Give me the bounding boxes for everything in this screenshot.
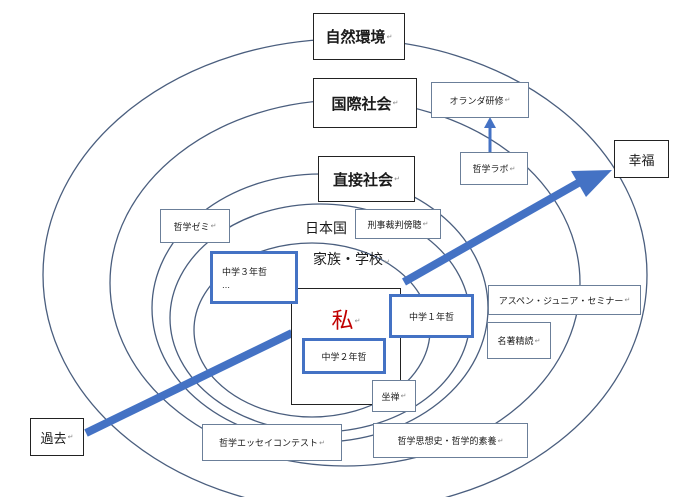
activity-aspen: アスペン・ジュニア・セミナー↵ [488,285,641,315]
ring-label-country: 日本国 [305,221,347,237]
lab-arrowhead [484,117,496,128]
paragraph-mark: ↵ [210,222,217,230]
self-label: 私 [331,309,354,334]
paragraph-mark: ↵ [509,164,516,173]
activity-shisoushi: 哲学思想史・哲学的素養↵ [373,423,528,458]
activity-keiji: 刑事裁判傍聴↵ [355,209,441,239]
timeline-label-happiness: 幸福 [614,140,669,178]
activity-oranda: オランダ研修↵ [431,82,529,118]
activity-lab: 哲学ラボ↵ [460,152,528,185]
activity-chu2: 中学２年哲 [302,338,386,374]
activity-zemi: 哲学ゼミ↵ [160,209,230,243]
paragraph-mark: ↵ [504,96,511,104]
paragraph-mark: ↵ [394,175,400,183]
timeline-arrowhead [571,170,612,197]
timeline-arrow-lower [84,329,294,437]
paragraph-mark: ↵ [354,317,361,325]
paragraph-mark: ↵ [319,438,325,447]
paragraph-mark: ↵ [384,258,390,266]
paragraph-mark: ↵ [534,336,541,345]
timeline-label-past: 過去↵ [30,418,84,456]
paragraph-mark: ↵ [400,392,407,400]
paragraph-mark: ↵ [624,296,631,304]
ring-label-international: 国際社会↵ [313,78,417,128]
ring-label-direct: 直接社会↵ [318,156,415,202]
activity-zazen: 坐禅↵ [372,380,416,412]
paragraph-mark: ↵ [386,32,393,41]
activity-chu3: 中学３年哲 … [210,251,298,304]
paragraph-mark: ↵ [497,436,504,445]
activity-essay: 哲学エッセイコンテスト↵ [202,424,342,461]
activity-chu1: 中学１年哲 [389,294,474,338]
paragraph-mark: ↵ [67,433,74,441]
ring-label-family: 家族・学校↵ [313,252,390,268]
paragraph-mark: ↵ [422,220,429,228]
activity-meicho: 名著精読↵ [487,322,551,359]
paragraph-mark: ↵ [392,99,399,107]
ring-label-nature: 自然環境↵ [313,13,405,60]
timeline-arrow-upper [402,178,582,286]
